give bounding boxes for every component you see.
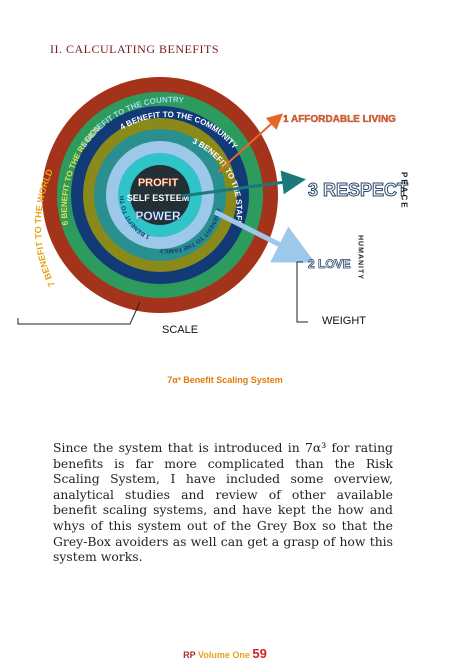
vertical-humanity: HUMANITY — [357, 235, 364, 280]
scale-bracket — [17, 301, 141, 325]
callout-affordable-living: 1 AFFORDABLE LIVING — [283, 114, 396, 125]
callout-respect: 3 RESPECT — [308, 180, 408, 200]
arrow-love — [213, 209, 315, 263]
page-number: 59 — [252, 646, 267, 661]
figure-caption: 7α³ Benefit Scaling System — [167, 375, 283, 385]
weight-label: WEIGHT — [322, 315, 366, 327]
footer-rp: RP — [183, 650, 196, 660]
core-profit: PROFIT — [138, 177, 179, 189]
page-footer: RP Volume One 59 — [0, 646, 450, 661]
footer-volume: Volume One — [198, 650, 250, 660]
ring-core — [130, 165, 190, 225]
core-self-esteem: SELF ESTEEM — [127, 193, 190, 203]
core-power: POWER — [135, 209, 181, 223]
scale-label: SCALE — [162, 324, 198, 336]
arrow-respect — [181, 170, 306, 198]
body-paragraph: Since the system that is introduced in 7… — [53, 440, 393, 565]
vertical-peace: PEACE — [400, 172, 409, 210]
section-heading: II. CALCULATING BENEFITS — [50, 42, 219, 56]
benefit-scaling-diagram: 7 BENEFIT TO THE WORLD 6 BENEFIT TO THE … — [0, 0, 409, 336]
weight-bracket — [296, 261, 308, 323]
callout-love: 2 LOVE — [308, 257, 351, 271]
arrow-affordable — [217, 113, 283, 173]
